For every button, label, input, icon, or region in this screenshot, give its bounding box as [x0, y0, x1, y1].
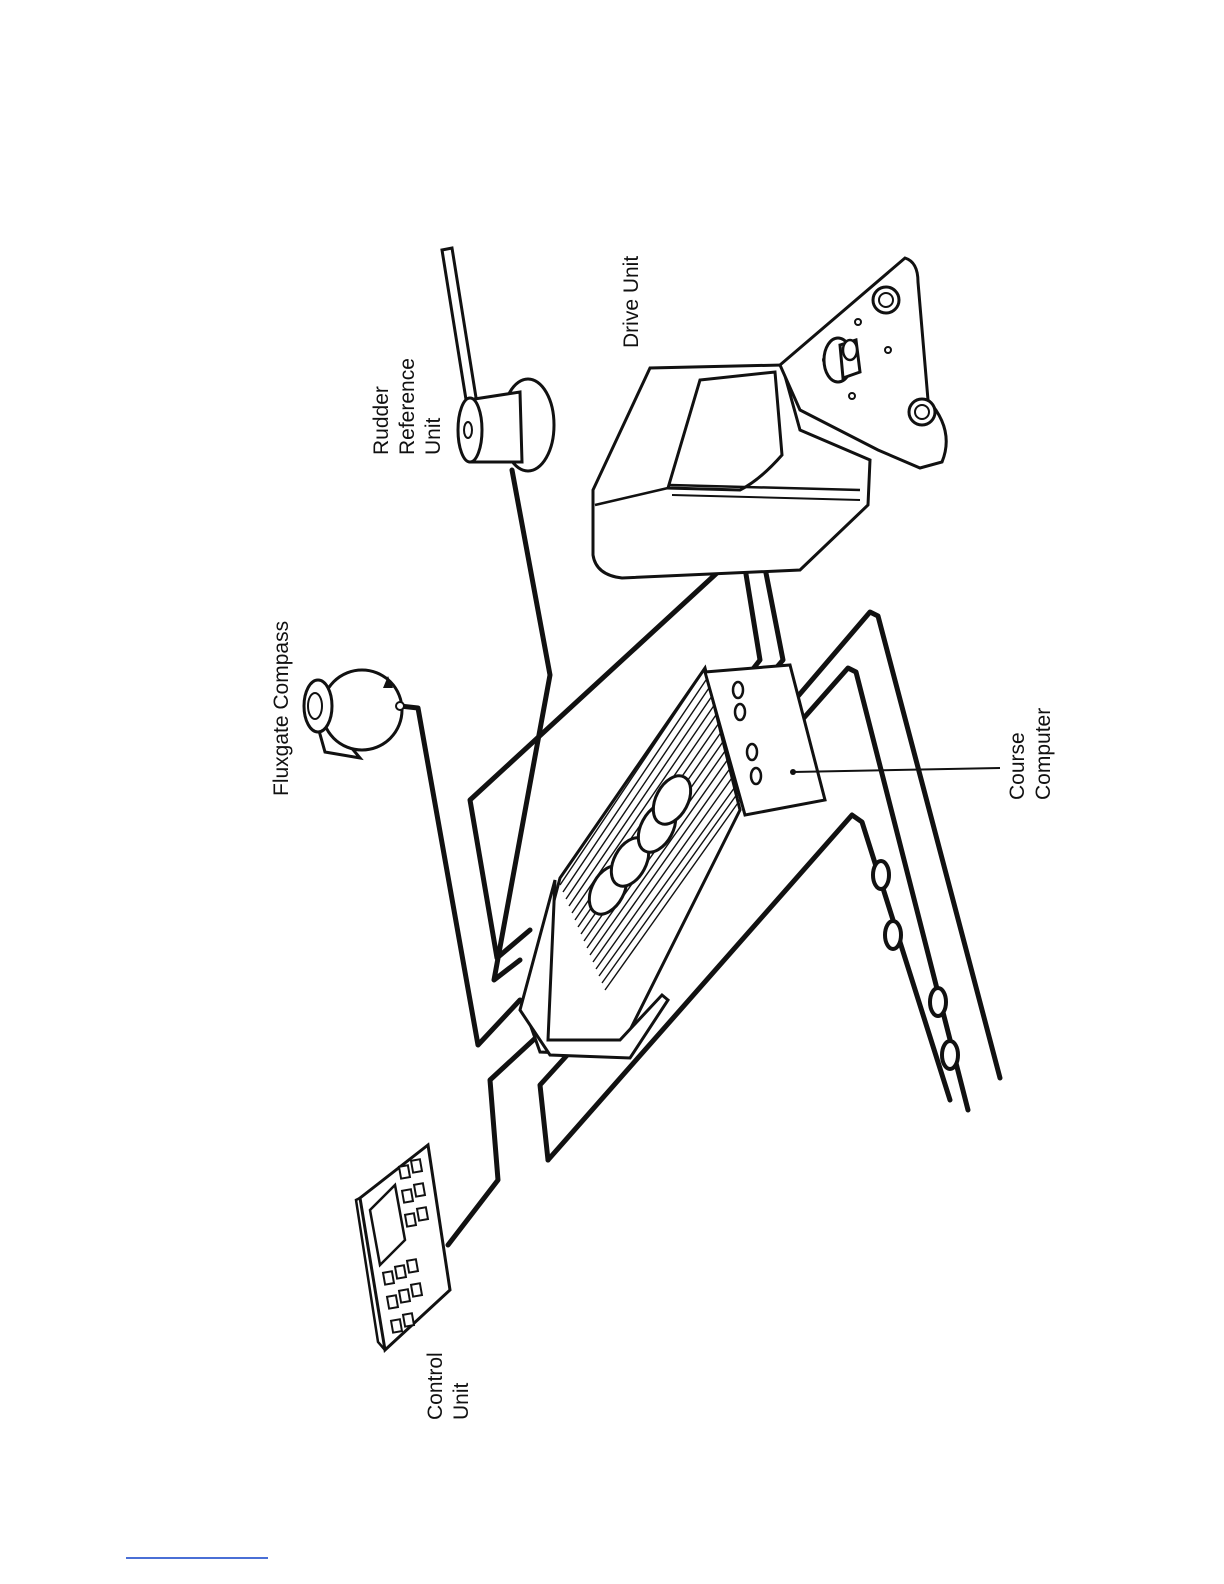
label-fluxgate-compass: Fluxgate Compass [270, 621, 293, 796]
label-rudder-reference-unit-line1: Rudder [370, 386, 393, 455]
rudder-reference-cable [494, 470, 550, 980]
label-control-unit-line2: Unit [450, 1382, 473, 1420]
rudder-reference-unit [442, 248, 554, 471]
label-course-computer-line1: Course [1006, 732, 1029, 800]
footer-link-underline[interactable] [126, 1557, 268, 1559]
label-rudder-reference-unit-line2: Reference [396, 358, 419, 455]
course-computer-leader-dot [790, 769, 796, 775]
compass-cable [400, 706, 520, 1045]
course-computer-leader [793, 768, 1000, 772]
rudder-arm [442, 248, 478, 412]
control-unit-cable [448, 1020, 555, 1245]
label-course-computer-line2: Computer [1032, 708, 1055, 800]
control-unit [356, 1145, 450, 1350]
label-control-unit-line1: Control [424, 1352, 447, 1420]
drive-unit [593, 258, 946, 578]
label-rudder-reference-unit-line3: Unit [422, 417, 445, 455]
label-drive-unit: Drive Unit [620, 256, 643, 348]
fluxgate-compass [304, 670, 404, 758]
course-computer [520, 665, 1000, 1058]
